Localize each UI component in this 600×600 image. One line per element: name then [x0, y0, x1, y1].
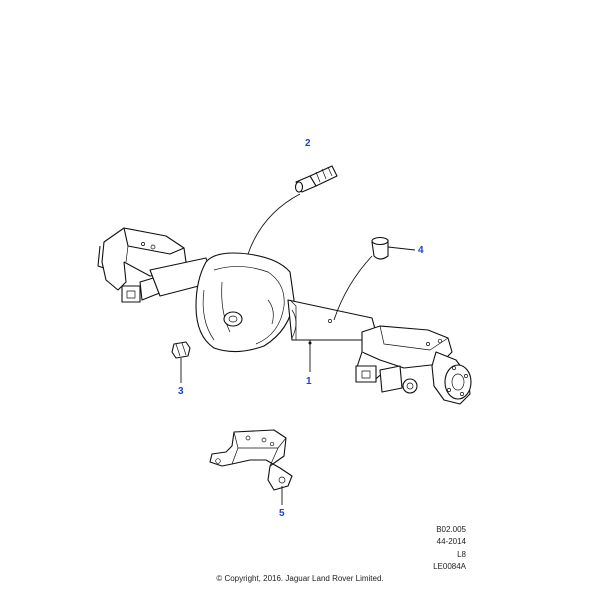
- cap[interactable]: [371, 236, 389, 260]
- leader-dot-1: [308, 341, 312, 345]
- nut[interactable]: [171, 341, 191, 359]
- leader-line-cap-to-axle: [333, 255, 373, 321]
- copyright-notice: © Copyright, 2016. Jaguar Land Rover Lim…: [216, 574, 384, 583]
- callout-4[interactable]: 4: [418, 245, 424, 256]
- callout-3[interactable]: 3: [178, 386, 184, 397]
- callout-2[interactable]: 2: [305, 138, 311, 149]
- ref-code: B02.005: [436, 525, 466, 534]
- bolt[interactable]: [294, 165, 338, 193]
- mounting-bracket[interactable]: [209, 429, 293, 491]
- model-code: L8: [457, 550, 466, 559]
- image-code: LE0084A: [433, 562, 466, 571]
- date-code: 44-2014: [436, 537, 466, 546]
- callout-1[interactable]: 1: [306, 376, 312, 387]
- callout-5[interactable]: 5: [279, 508, 285, 519]
- rear-axle-assembly[interactable]: [97, 227, 472, 405]
- leader-line-4: [387, 246, 416, 251]
- leader-line-2: [247, 193, 301, 255]
